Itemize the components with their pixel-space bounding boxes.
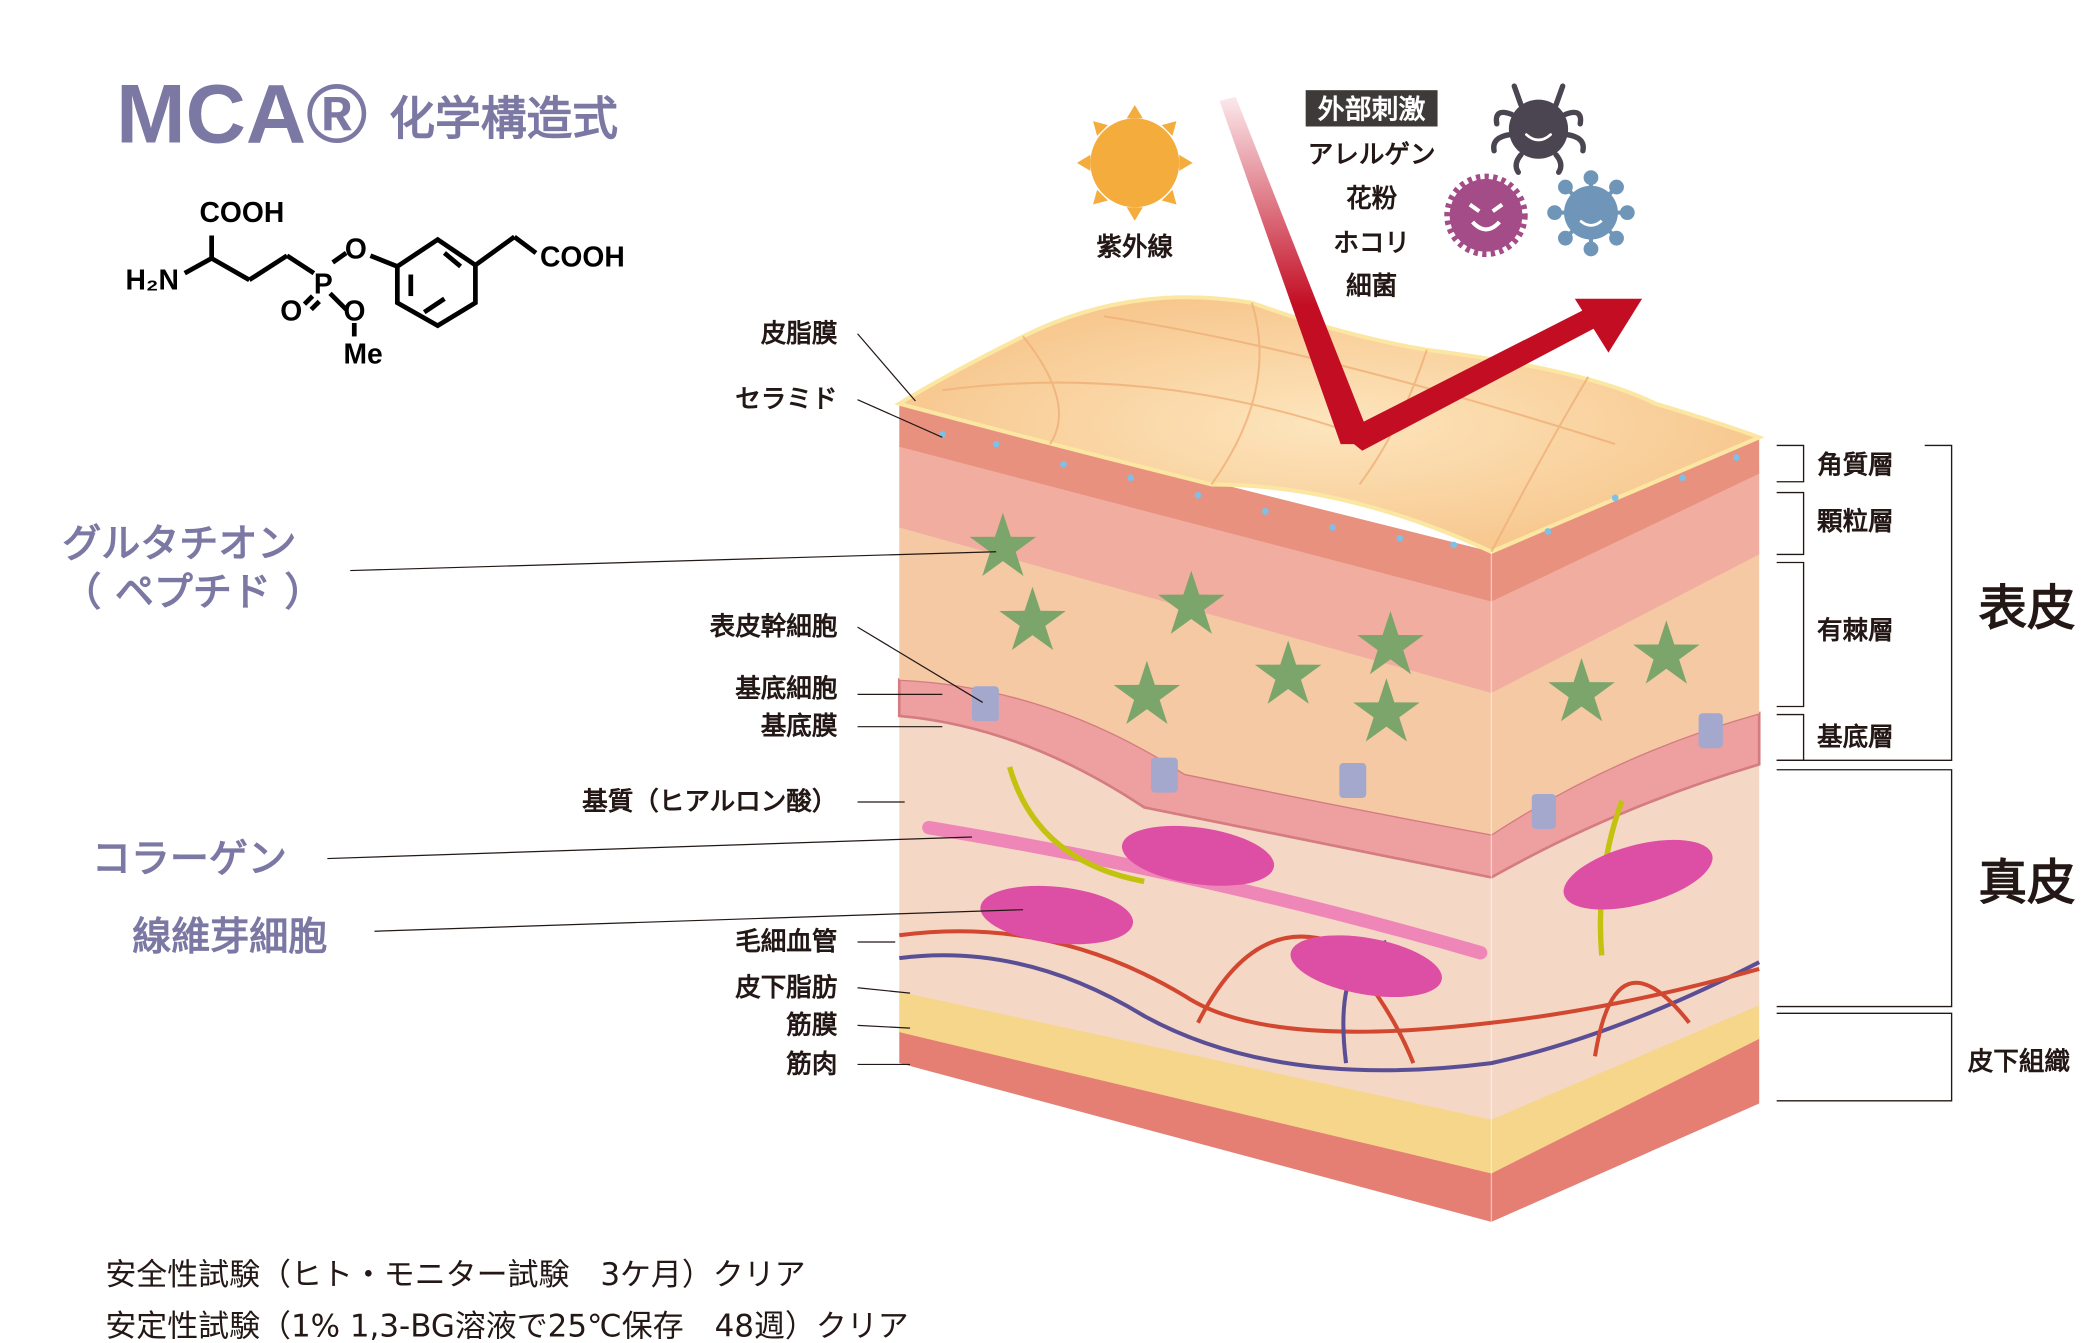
label-stratum-basale: 基底層	[1817, 723, 1894, 753]
footer-safety-test: 安全性試験（ヒト・モニター試験 3ケ月）クリア	[105, 1257, 805, 1293]
label-peptide: （ ペプチド ）	[62, 571, 323, 616]
layer-brackets	[1776, 444, 1953, 1102]
label-fascia: 筋膜	[786, 1010, 838, 1040]
methyl-group: Me	[344, 337, 383, 369]
glutathione-star	[999, 586, 1066, 650]
glutathione-star	[1113, 660, 1181, 724]
ceramide-dots	[938, 431, 1740, 549]
granular-layer	[899, 444, 1760, 694]
stimulus-bacteria: 細菌	[1346, 272, 1397, 302]
glutathione-stars	[969, 512, 1700, 742]
methoxy-oxygen: O	[344, 294, 366, 326]
label-fibroblast: 線維芽細胞	[132, 915, 327, 960]
label-stratum-corneum: 角質層	[1817, 451, 1894, 481]
sun-icon	[1076, 104, 1193, 221]
stimuli-header-bg	[1305, 90, 1438, 127]
label-muscle: 筋肉	[786, 1050, 837, 1080]
amine-group: H₂N	[126, 263, 179, 295]
label-collagen: コラーゲン	[92, 837, 287, 882]
virus-icon	[1547, 170, 1635, 257]
stimulus-arrow	[1219, 96, 1643, 451]
capillary-vein	[899, 953, 1761, 1073]
label-stratum-granulosum: 顆粒層	[1817, 507, 1894, 537]
ester-oxygen: O	[345, 232, 367, 264]
brand-title: MCA®	[116, 67, 367, 161]
label-stratum-spinosum: 有棘層	[1817, 616, 1894, 646]
label-matrix: 基質（ヒアルロン酸）	[582, 787, 837, 817]
label-subcutis: 皮下組織	[1968, 1047, 2071, 1077]
left-labels: 皮脂膜 セラミド 表皮幹細胞 基底細胞 基底膜 基質（ヒアルロン酸） 毛細血管 …	[327, 319, 1024, 1080]
label-basal-cell: 基底細胞	[735, 674, 838, 704]
skin-cross-section	[894, 295, 1765, 1222]
double-bond-oxygen: O	[280, 294, 302, 326]
stimulus-pollen: 花粉	[1346, 184, 1398, 214]
glutathione-star	[1548, 658, 1615, 722]
mite-icon	[1491, 83, 1586, 175]
glutathione-star	[1633, 620, 1700, 684]
phosphorus: P	[314, 267, 333, 299]
label-basement-membrane: 基底膜	[761, 712, 838, 742]
glutathione-star	[1254, 640, 1322, 704]
cooh-top: COOH	[200, 196, 285, 228]
label-sebum: 皮脂膜	[761, 319, 838, 349]
glutathione-star	[1158, 570, 1225, 634]
fibroblast-cells	[980, 825, 1713, 998]
footer-stability-test: 安定性試験（1% 1,3-BG溶液で25℃保存 48週）クリア	[105, 1308, 908, 1343]
label-subcutaneous-fat: 皮下脂肪	[735, 973, 837, 1003]
page-title: MCA® 化学構造式	[116, 67, 618, 161]
fat-layer	[899, 989, 1760, 1174]
label-dermis: 真皮	[1979, 855, 2076, 911]
stimulus-dust: ホコリ	[1333, 229, 1410, 259]
spinous-layer	[899, 524, 1760, 835]
label-epidermis: 表皮	[1979, 580, 2076, 636]
glutathione-star	[1353, 678, 1420, 742]
uv-label: 紫外線	[1096, 233, 1173, 263]
glutathione-star	[1357, 610, 1424, 675]
muscle-layer	[899, 1029, 1760, 1222]
glutathione-star	[969, 512, 1037, 576]
pollen-germ-icon	[1444, 173, 1528, 258]
corneum-layer	[899, 403, 1760, 602]
chemical-labels: COOH H₂N P O O O Me COOH	[126, 196, 625, 369]
cooh-right: COOH	[540, 240, 625, 272]
label-capillary: 毛細血管	[735, 927, 837, 957]
label-stem-cell: 表皮幹細胞	[710, 612, 838, 642]
stimuli-header: 外部刺激	[1318, 93, 1426, 125]
label-ceramide: セラミド	[735, 385, 837, 415]
structure-title: 化学構造式	[389, 93, 618, 146]
label-glutathione: グルタチオン	[62, 522, 296, 567]
chemical-structure	[183, 234, 538, 337]
stimulus-allergen: アレルゲン	[1308, 140, 1436, 170]
